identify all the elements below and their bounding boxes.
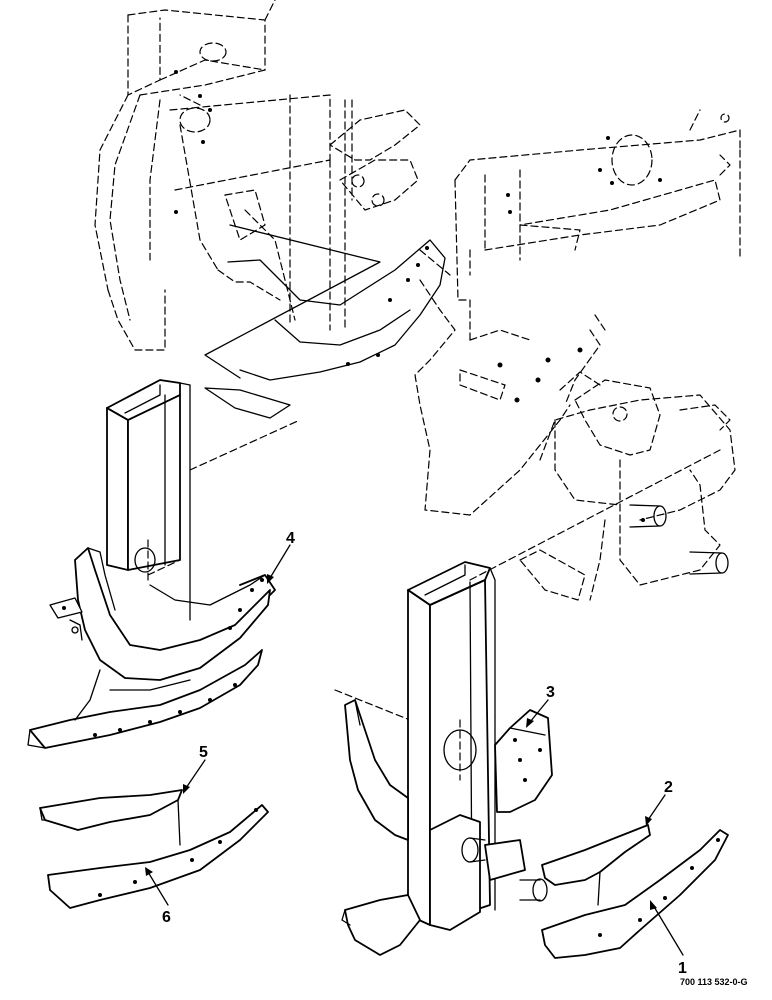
callout-label-1: 1 [678,960,687,977]
drawing-document-number: 700 113 532-0-G [680,977,748,987]
upper-right-frame-phantom [414,109,741,521]
left-column-assembly [27,379,276,749]
callout-label-5: 5 [199,744,208,761]
callout-label-2: 2 [664,779,673,796]
part-5-wedge [39,789,183,846]
upper-left-frame-phantom [94,0,421,351]
callout-label-3: 3 [546,684,555,701]
callout-label-6: 6 [162,909,171,926]
part-2-wedge [541,824,651,906]
part-1-strap [541,829,729,959]
part-6-strap [47,804,269,909]
leader-lines [145,544,684,956]
right-gearbox-phantom [519,379,731,601]
upper-shield-outline [204,224,451,419]
alignment-lines [147,419,721,721]
center-column-assembly [341,561,553,956]
callout-label-4: 4 [286,530,295,547]
